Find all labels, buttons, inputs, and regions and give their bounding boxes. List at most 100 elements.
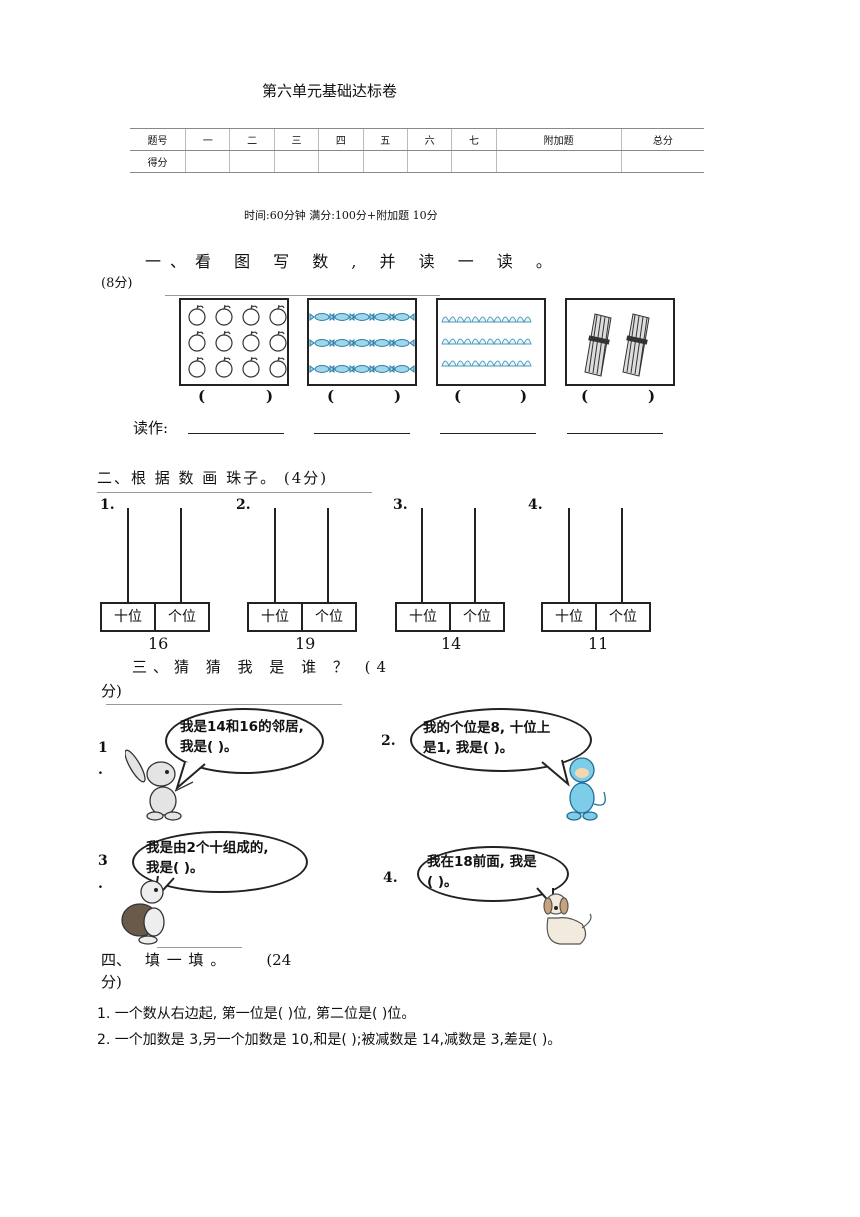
ones-label: 个位 [609, 609, 637, 625]
abacus-value: 16 [148, 634, 169, 653]
answer-paren-close: ) [648, 387, 656, 405]
abacus-base: 十位 个位 [541, 602, 651, 632]
score-cell: 七 [451, 128, 497, 151]
score-input-cell[interactable] [362, 150, 408, 173]
section4-title-number: 四、 [101, 951, 132, 969]
exam-meta: 时间:60分钟 满分:100分+附加题 10分 [244, 209, 438, 222]
abacus-rod[interactable] [474, 508, 476, 602]
abacus-base: 十位 个位 [247, 602, 357, 632]
riddle-dot: . [98, 876, 103, 892]
section3-title-cont: 分) [101, 682, 122, 700]
abacus-base: 十位 个位 [395, 602, 505, 632]
abacus-value: 11 [588, 634, 609, 653]
rabbit-icon [125, 749, 194, 821]
question-2: 2. 一个加数是 3,另一个加数是 10,和是( );被减数是 14,减数是 3… [97, 1032, 562, 1048]
turtle-icon [121, 880, 165, 945]
candies-icon [309, 313, 415, 373]
abacus-number: 4. [528, 497, 543, 513]
score-input-cell[interactable] [406, 150, 452, 173]
read-answer-line[interactable] [188, 433, 284, 434]
answer-paren-open: ( [198, 387, 206, 405]
abacus-rod[interactable] [568, 508, 570, 602]
tens-label: 十位 [543, 604, 597, 630]
bows-icon [441, 316, 532, 367]
riddle-text: 我是14和16的邻居, 我是( )。 [180, 717, 304, 757]
read-label: 读作: [133, 419, 169, 437]
tens-label: 十位 [397, 604, 451, 630]
abacus-rod[interactable] [421, 508, 423, 602]
section4-title-points: (24 [266, 951, 292, 969]
read-answer-line[interactable] [440, 433, 536, 434]
read-answer-line[interactable] [314, 433, 410, 434]
tens-label: 十位 [249, 604, 303, 630]
score-cell: 六 [406, 128, 452, 151]
divider [157, 947, 242, 948]
riddle-text: 我是由2个十组成的, 我是( )。 [146, 838, 269, 878]
score-input-cell[interactable] [495, 150, 622, 173]
riddle-line: 我是( )。 [146, 860, 204, 876]
score-input-cell[interactable] [273, 150, 319, 173]
ones-label: 个位 [463, 609, 491, 625]
divider [97, 492, 372, 493]
section4-title-cont: 分) [101, 973, 122, 991]
section2-title: 二、根 据 数 画 珠子。 (4分) [97, 469, 329, 487]
divider [106, 704, 342, 705]
score-input-cell[interactable] [451, 150, 497, 173]
question-1: 1. 一个数从右边起, 第一位是( )位, 第二位是( )位。 [97, 1006, 416, 1022]
score-cell: 五 [362, 128, 408, 151]
page-title: 第六单元基础达标卷 [262, 82, 398, 100]
answer-paren-close: ) [266, 387, 274, 405]
score-table-header-row: 题号 一 二 三 四 五 六 七 附加题 总分 [130, 128, 704, 151]
picture-candies [307, 298, 417, 386]
ones-label: 个位 [168, 609, 196, 625]
riddle-line: 我的个位是8, 十位上 [423, 720, 551, 736]
riddle-text: 我的个位是8, 十位上 是1, 我是( )。 [423, 718, 550, 758]
abacus-value: 14 [441, 634, 462, 653]
riddle-line: 我是14和16的邻居, [180, 719, 304, 735]
abacus-number: 3. [393, 497, 408, 513]
score-input-cell[interactable] [318, 150, 363, 173]
section4-title: 四、填 一 填 。(24 [101, 949, 291, 970]
riddle-line: 是1, 我是( )。 [423, 740, 514, 756]
bubble-tail-icon [541, 759, 570, 787]
read-answer-line[interactable] [567, 433, 663, 434]
score-cell: 总分 [620, 128, 704, 151]
bubble-tail-icon [175, 761, 206, 790]
apples-icon [188, 304, 287, 378]
picture-stick-bundles [565, 298, 675, 386]
abacus-rod[interactable] [274, 508, 276, 602]
score-cell: 二 [229, 128, 275, 151]
score-table: 题号 一 二 三 四 五 六 七 附加题 总分 得分 [130, 128, 704, 173]
answer-paren-close: ) [520, 387, 528, 405]
section1-points: (8分) [101, 276, 133, 291]
riddle-text: 我在18前面, 我是 ( )。 [427, 852, 537, 892]
section3-title: 三、猜 猜 我 是 谁 ？ (4 [132, 658, 393, 676]
riddle-number: 1 [98, 740, 108, 756]
riddle-number: 2. [381, 733, 396, 749]
answer-paren-open: ( [581, 387, 589, 405]
abacus-rod[interactable] [127, 508, 129, 602]
score-input-cell[interactable] [229, 150, 275, 173]
score-cell: 一 [184, 128, 230, 151]
abacus-rod[interactable] [327, 508, 329, 602]
dog-icon [543, 893, 592, 945]
abacus-rod[interactable] [621, 508, 623, 602]
abacus-rod[interactable] [180, 508, 182, 602]
riddle-number: 3 [98, 853, 108, 869]
riddle-line: ( )。 [427, 874, 458, 890]
ones-label: 个位 [315, 609, 343, 625]
riddle-number: 4. [383, 870, 398, 886]
abacus-base: 十位 个位 [100, 602, 210, 632]
score-cell: 题号 [130, 128, 186, 151]
divider [165, 295, 440, 296]
score-input-cell[interactable] [184, 150, 230, 173]
monkey-icon [566, 757, 606, 821]
score-input-cell[interactable] [620, 150, 704, 173]
picture-apples [179, 298, 289, 386]
riddle-dot: . [98, 762, 103, 778]
riddle-line: 我是由2个十组成的, [146, 840, 269, 856]
tens-label: 十位 [102, 604, 156, 630]
score-cell: 四 [318, 128, 363, 151]
riddle-line: 我是( )。 [180, 739, 238, 755]
abacus-value: 19 [295, 634, 316, 653]
